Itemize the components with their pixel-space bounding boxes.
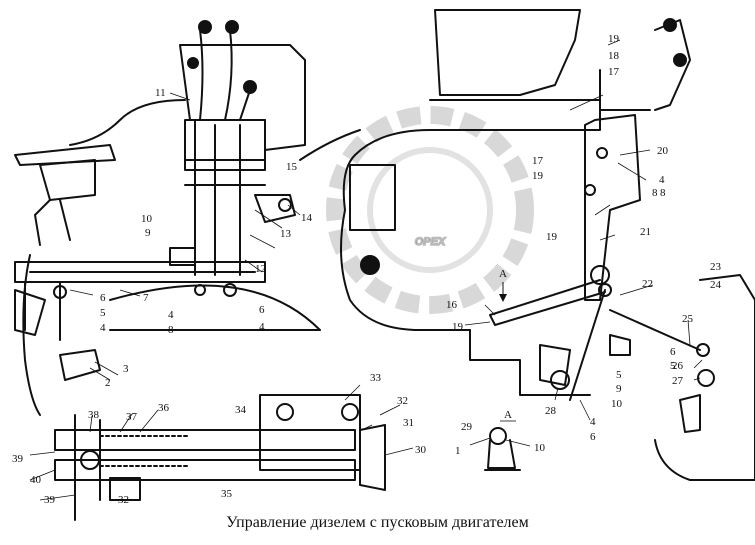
- callout-20: 20: [657, 145, 669, 157]
- callout-6: 6: [259, 304, 265, 316]
- callout-18: 18: [608, 50, 620, 62]
- callout-38: 38: [88, 409, 100, 421]
- callout-23: 23: [710, 261, 722, 273]
- callout-4: 4: [259, 321, 265, 333]
- callout-4: 4: [590, 416, 596, 428]
- callout-labels: 1 2 3 4 4 4 4 4 5 5 5 6 6 6 6 7 8 8 8 9 …: [12, 33, 722, 506]
- callout-9: 9: [145, 227, 151, 239]
- diagram-caption: Управление дизелем с пусковым двигателем: [226, 514, 529, 531]
- callout-32: 32: [118, 494, 129, 506]
- callout-39: 39: [12, 453, 24, 465]
- callout-4: 4: [659, 174, 665, 186]
- view-a-title: A: [504, 409, 512, 421]
- callout-4: 4: [100, 322, 106, 334]
- callout-37: 37: [126, 411, 138, 423]
- callout-19: 19: [546, 231, 558, 243]
- callout-6: 6: [100, 292, 106, 304]
- callout-27: 27: [672, 375, 684, 387]
- callout-5: 5: [670, 360, 676, 372]
- callout-3: 3: [123, 363, 129, 375]
- callout-28: 28: [545, 405, 557, 417]
- callout-17: 17: [608, 66, 620, 78]
- callout-17: 17: [532, 155, 544, 167]
- callout-30: 30: [415, 444, 427, 456]
- callout-22: 22: [642, 278, 653, 290]
- callout-5: 5: [616, 369, 622, 381]
- callout-2: 2: [105, 377, 111, 389]
- callout-21: 21: [640, 226, 651, 238]
- callout-40: 40: [30, 474, 42, 486]
- callout-16: 16: [446, 299, 458, 311]
- callout-6: 6: [670, 346, 676, 358]
- callout-29: 29: [461, 421, 473, 433]
- left-lever-assembly: [169, 20, 306, 276]
- view-a-arrow-label: A: [499, 268, 507, 280]
- watermark-text: OPEX: [415, 236, 446, 248]
- callout-4: 4: [168, 309, 174, 321]
- callout-14: 14: [301, 212, 313, 224]
- view-a-marker: A A: [499, 268, 516, 422]
- callout-32: 32: [397, 395, 408, 407]
- callout-35: 35: [221, 488, 233, 500]
- callout-8: 8: [652, 187, 658, 199]
- engine-housing: [299, 9, 601, 396]
- callout-25: 25: [682, 313, 694, 325]
- callout-13: 13: [280, 228, 292, 240]
- callout-19: 19: [532, 170, 544, 182]
- callout-10: 10: [141, 213, 153, 225]
- callout-1: 1: [455, 445, 461, 457]
- callout-9: 9: [616, 383, 622, 395]
- left-cable: [14, 99, 186, 416]
- callout-8: 8: [168, 324, 174, 336]
- callout-8: 8: [660, 187, 666, 199]
- watermark: OPEX: [326, 106, 534, 314]
- callout-10: 10: [611, 398, 623, 410]
- right-lever-assembly: [489, 18, 755, 481]
- main-rod: [14, 261, 321, 341]
- callout-31: 31: [403, 417, 414, 429]
- callout-34: 34: [235, 404, 247, 416]
- callout-7: 7: [143, 292, 149, 304]
- view-a-detail: [484, 427, 521, 471]
- callout-12: 12: [255, 263, 266, 275]
- callout-24: 24: [710, 279, 722, 291]
- leader-lines: [29, 39, 703, 501]
- callout-36: 36: [158, 402, 170, 414]
- callout-11: 11: [155, 87, 166, 99]
- callout-19: 19: [608, 33, 620, 45]
- callout-26: 26: [672, 360, 684, 372]
- callout-15: 15: [286, 161, 298, 173]
- callout-39: 39: [44, 494, 56, 506]
- callout-6: 6: [590, 431, 596, 443]
- callout-5: 5: [100, 307, 106, 319]
- callout-10: 10: [534, 442, 546, 454]
- lower-left-mechanism: [54, 349, 386, 521]
- callout-19: 19: [452, 321, 464, 333]
- callout-33: 33: [370, 372, 382, 384]
